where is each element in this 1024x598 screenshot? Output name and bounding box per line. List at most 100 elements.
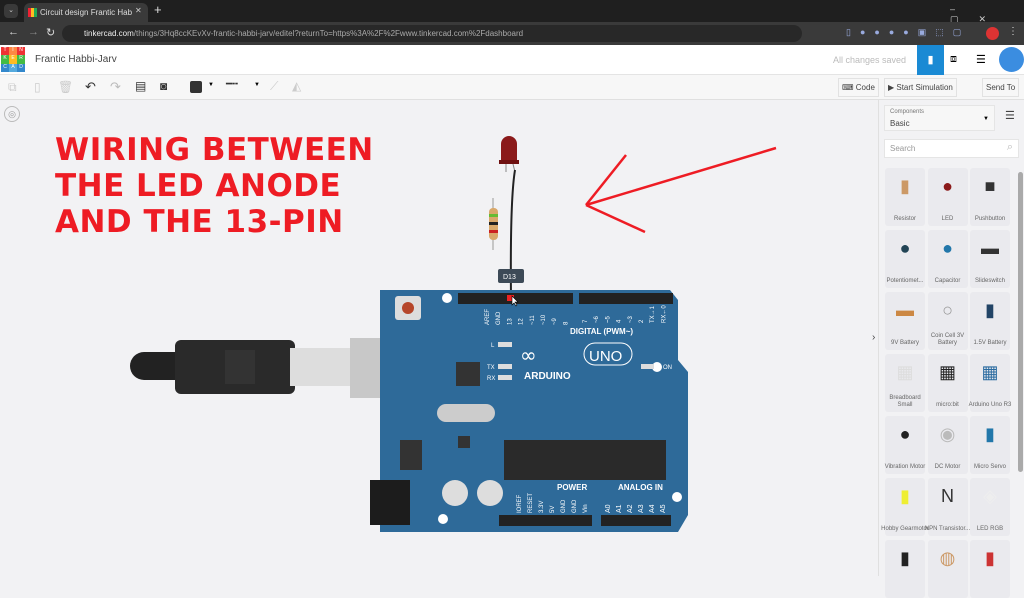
new-tab-icon[interactable]: + [154,2,162,17]
component-item[interactable]: ▬ Slideswitch [970,230,1010,288]
copy-icon[interactable]: ⧉ [8,80,17,94]
rotate-icon[interactable]: ⟋ [270,79,279,93]
component-item[interactable]: ○Coin Cell 3V Battery [927,292,968,350]
component-item[interactable]: ■Pushbutton [970,168,1010,226]
component-item[interactable]: ▮Hobby Gearmotor [881,478,929,536]
component-item[interactable]: ▦micro:bit [927,354,968,412]
extensions-icons[interactable]: ▯●●●●▣⬚▢ [846,27,971,37]
tinkercad-favicon [28,8,37,17]
component-label: NPN Transistor... [924,526,971,532]
component-item[interactable]: ◈LED RGB [970,478,1010,536]
code-icon: ⌨ [842,83,856,92]
close-tab-icon[interactable]: ✕ [135,6,142,15]
forward-icon[interactable]: → [28,26,39,38]
paste-icon[interactable]: ▯ [34,80,41,94]
component-label: Breadboard Small [889,395,921,408]
start-simulation-button[interactable]: ▶ Start Simulation [884,78,957,97]
components-dropdown[interactable]: Components Basic ▼ [884,105,995,131]
component-item[interactable]: ▮ [970,540,1010,598]
on-label: ON [663,365,672,371]
chevron-down-icon[interactable]: ▼ [254,82,260,88]
notes-icon[interactable]: ▤ [135,79,147,93]
pin-tooltip: D13 [498,269,524,283]
redo-icon[interactable]: ↷ [110,79,121,94]
component-label: Slideswitch [974,278,1005,284]
tooltip-text: D13 [503,274,516,281]
component-label: Pushbutton [974,216,1006,222]
circuit-view-button[interactable]: ▮ [917,45,944,75]
schematic-view-icon[interactable]: ⧈ [950,53,957,65]
led-component[interactable] [499,136,519,173]
analog-label: ANALOG IN [618,483,663,492]
user-avatar[interactable] [999,47,1024,72]
arduino-uno-board[interactable]: DIGITAL (PWM~) ARDUINO ∞ UNO ON L TX RX … [370,290,688,532]
component-item[interactable]: ●Potentiomet... [885,230,925,288]
notes-visibility-icon[interactable]: ◙ [160,79,168,93]
send-to-button[interactable]: Send To [982,78,1020,97]
component-label: Coin Cell 3V Battery [930,333,965,346]
power-label: POWER [557,483,587,492]
play-icon: ▶ [888,83,897,92]
component-item[interactable]: ▮ [885,540,925,598]
resistor-component[interactable] [489,198,498,250]
reload-icon[interactable]: ↻ [46,27,56,39]
url-field[interactable]: tinkercad.com/things/3Hq8ccKEvXv-frantic… [62,25,802,42]
component-item[interactable]: ▦Arduino Uno R3 [969,354,1011,412]
component-icon: N [941,486,954,506]
uno-label: UNO [589,348,622,365]
component-label: Arduino Uno R3 [968,402,1012,408]
pin-label: ~3 [628,315,634,323]
pin-label: A3 [638,504,645,513]
component-list-icon[interactable]: ☰ [976,54,986,66]
delete-icon[interactable]: 🗑 [58,80,74,94]
component-icon: ▮ [985,424,995,444]
back-icon[interactable]: ← [8,26,19,38]
pin-label: ~5 [605,315,611,323]
pin-label: ~10 [541,314,547,325]
component-icon: ▮ [900,486,910,506]
undo-icon[interactable]: ↶ [85,79,96,94]
window-controls[interactable]: –▢✕ [950,4,1007,24]
component-item[interactable]: ◉DC Motor [927,416,968,474]
component-item[interactable]: ▮Resistor [885,168,925,226]
component-item[interactable]: ▦ Breadboard Small [885,354,925,412]
design-name[interactable]: Frantic Habbi-Jarv [35,54,117,65]
component-item[interactable]: ▮1.5V Battery [970,292,1010,350]
component-label: Vibration Motor [884,464,926,470]
wire-type-picker[interactable]: ━╍ [226,79,239,90]
component-item[interactable]: ▬9V Battery [885,292,925,350]
annotation-line: THE LED ANODE [55,168,342,204]
component-icon: ● [942,176,953,196]
component-label: LED [941,216,954,222]
collapse-panel-icon[interactable]: › [872,332,876,343]
component-item[interactable]: ●Vibration Motor [885,416,925,474]
tx-led-label: TX [487,365,495,371]
code-button[interactable]: ⌨ Code [838,78,879,97]
pin-label: 4 [617,319,623,323]
component-item[interactable]: N NPN Transistor... [925,478,970,536]
profile-icon[interactable] [986,27,999,40]
flip-icon[interactable]: ◭ [292,79,302,93]
circuit-canvas[interactable]: DIGITAL (PWM~) ARDUINO ∞ UNO ON L TX RX … [0,100,878,576]
arduino-brand: ARDUINO [524,371,571,382]
component-item[interactable]: ◍ [927,540,968,598]
chevron-down-icon[interactable]: ▼ [208,82,214,88]
search-input[interactable]: Search ⌕ [884,139,1019,158]
component-icon: ▬ [981,238,999,258]
fit-view-icon[interactable]: ◎ [4,106,20,122]
annotation-line: WIRING BETWEEN [55,132,374,168]
list-view-icon[interactable]: ☰ [1005,110,1015,122]
component-icon: ▦ [896,362,914,382]
component-item[interactable]: ▮Micro Servo [970,416,1010,474]
pin-label: ~9 [552,317,558,325]
menu-icon[interactable]: ⋮ [1008,26,1018,37]
wire-color-picker[interactable] [190,81,202,93]
pin-label: ~6 [594,315,600,323]
component-item[interactable]: ● LED [927,168,968,226]
browser-tab[interactable]: Circuit design Frantic Habbi-Jarv [24,3,148,22]
tab-list-button[interactable]: ⌄ [4,4,18,18]
panel-scrollbar[interactable] [1018,172,1023,472]
pin-label: Vin [583,504,589,513]
component-item[interactable]: ●Capacitor [927,230,968,288]
